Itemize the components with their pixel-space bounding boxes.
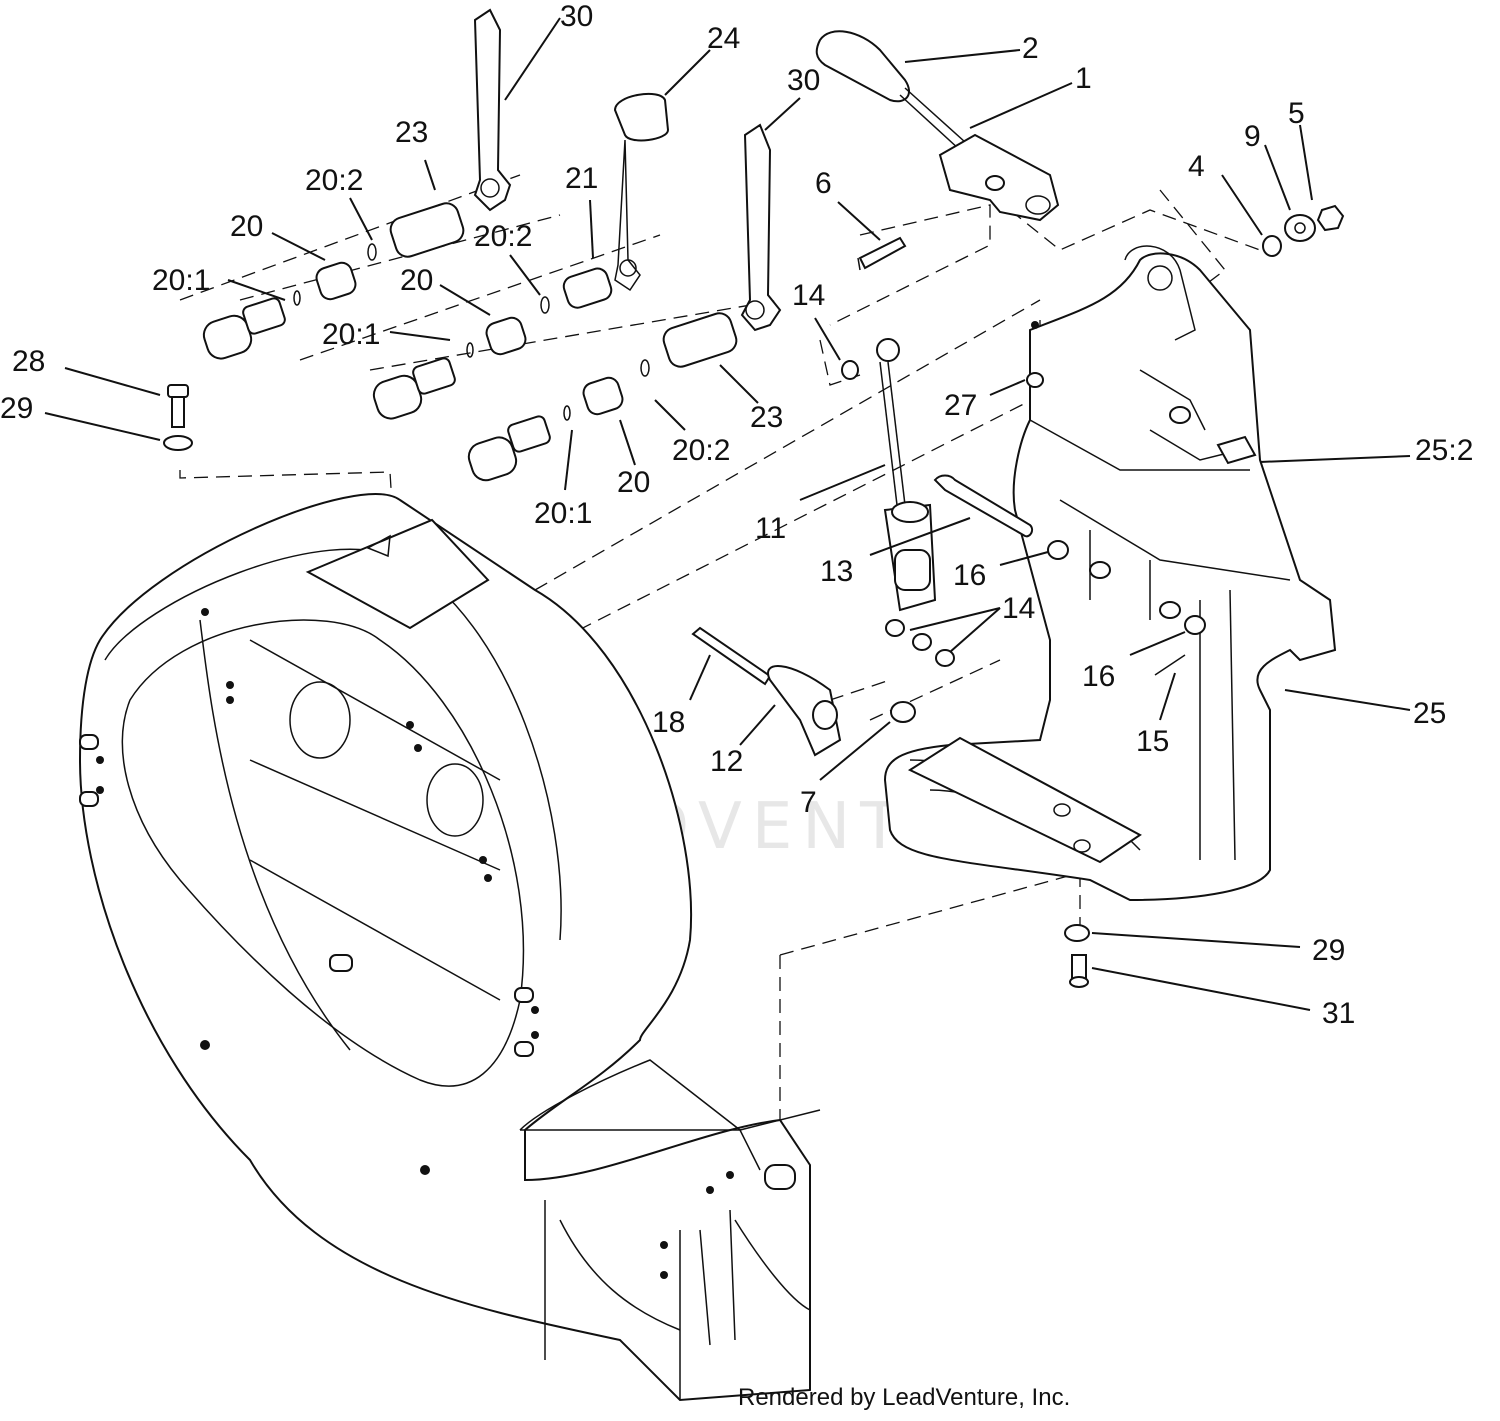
callout-24: 24 [707,22,740,55]
callout-20-2: 20:2 [672,434,730,467]
callout-29: 29 [0,392,33,425]
callout-11: 11 [755,512,786,545]
callout-20: 20 [230,210,263,243]
hydraulic-couplers [202,8,782,482]
callout-labels: 30 24 2 30 1 5 9 4 23 20:2 21 6 20 20:2 … [0,0,1473,1030]
callout-25: 25 [1413,697,1446,730]
callout-27: 27 [944,389,977,422]
callout-20: 20 [400,264,433,297]
callout-23: 23 [395,116,428,149]
bottom-fasteners [163,384,1090,988]
callout-5: 5 [1288,97,1305,130]
callout-4: 4 [1188,150,1205,183]
callout-31: 31 [1322,997,1355,1030]
callout-16: 16 [953,559,986,592]
callout-20-1: 20:1 [152,264,210,297]
callout-15: 15 [1136,725,1169,758]
callout-30: 30 [787,64,820,97]
callout-20-1: 20:1 [322,318,380,351]
lever-assembly [815,30,1060,271]
warning-decal [305,518,490,630]
callout-1: 1 [1075,62,1092,95]
callout-6: 6 [815,167,832,200]
callout-9: 9 [1244,120,1261,153]
callout-28: 28 [12,345,45,378]
callout-30: 30 [560,0,593,33]
callout-29: 29 [1312,934,1345,967]
callout-7: 7 [800,786,817,819]
callout-18: 18 [652,706,685,739]
callout-23: 23 [750,401,783,434]
leader-lines [44,17,1411,1011]
mounting-bracket [883,245,1337,902]
callout-14: 14 [792,279,825,312]
callout-21: 21 [565,162,598,195]
callout-20-2: 20:2 [305,164,363,197]
callout-16: 16 [1082,660,1115,693]
decal-25-2 [1216,435,1257,465]
bracket-plate [907,736,1142,864]
fastener-stack [1262,204,1345,257]
callout-14: 14 [1002,592,1035,625]
callout-12: 12 [710,745,743,778]
callout-20-1: 20:1 [534,497,592,530]
callout-2: 2 [1022,32,1039,65]
credit-text: Rendered by LeadVenture, Inc. [738,1384,1070,1411]
callout-25-2: 25:2 [1415,434,1473,467]
blower-housing [78,493,821,1402]
callout-20-2: 20:2 [474,220,532,253]
callout-20: 20 [617,466,650,499]
linkage-assembly [691,338,1206,757]
callout-13: 13 [820,555,853,588]
